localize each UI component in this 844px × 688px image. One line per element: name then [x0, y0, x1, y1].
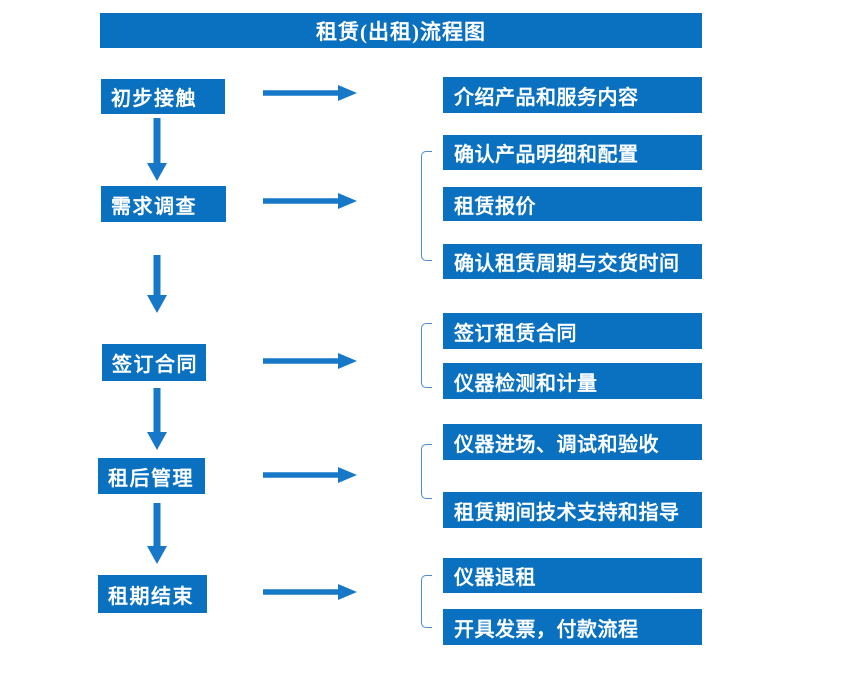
step-post-rental-management: 租后管理 [98, 458, 205, 494]
bracket-icon [421, 151, 432, 261]
output-box: 仪器进场、调试和验收 [443, 424, 702, 460]
arrow-down-icon [147, 503, 167, 564]
output-box: 仪器检测和计量 [443, 363, 702, 399]
step-demand-survey: 需求调查 [101, 186, 226, 222]
arrow-down-icon [147, 118, 167, 181]
page-title: 租赁(出租)流程图 [100, 13, 702, 48]
bracket-icon [421, 444, 432, 499]
arrow-right-icon [263, 193, 357, 209]
output-box: 签订租赁合同 [443, 313, 702, 349]
output-box: 租赁期间技术支持和指导 [443, 492, 702, 528]
step-initial-contact: 初步接触 [101, 79, 225, 114]
arrow-down-icon [147, 255, 167, 313]
step-sign-contract: 签订合同 [102, 344, 206, 381]
step-rental-end: 租期结束 [98, 575, 207, 613]
output-box: 确认产品明细和配置 [443, 135, 702, 170]
bracket-icon [421, 323, 432, 388]
output-box: 仪器退租 [443, 558, 702, 593]
bracket-icon [421, 575, 432, 628]
arrow-down-icon [147, 388, 167, 450]
arrow-right-icon [263, 353, 357, 369]
arrow-right-icon [263, 85, 357, 101]
arrow-right-icon [263, 467, 357, 483]
output-box: 开具发票，付款流程 [443, 609, 702, 645]
output-box: 介绍产品和服务内容 [443, 77, 702, 113]
arrow-right-icon [263, 584, 357, 600]
output-box: 租赁报价 [443, 187, 702, 221]
output-box: 确认租赁周期与交货时间 [443, 244, 702, 279]
